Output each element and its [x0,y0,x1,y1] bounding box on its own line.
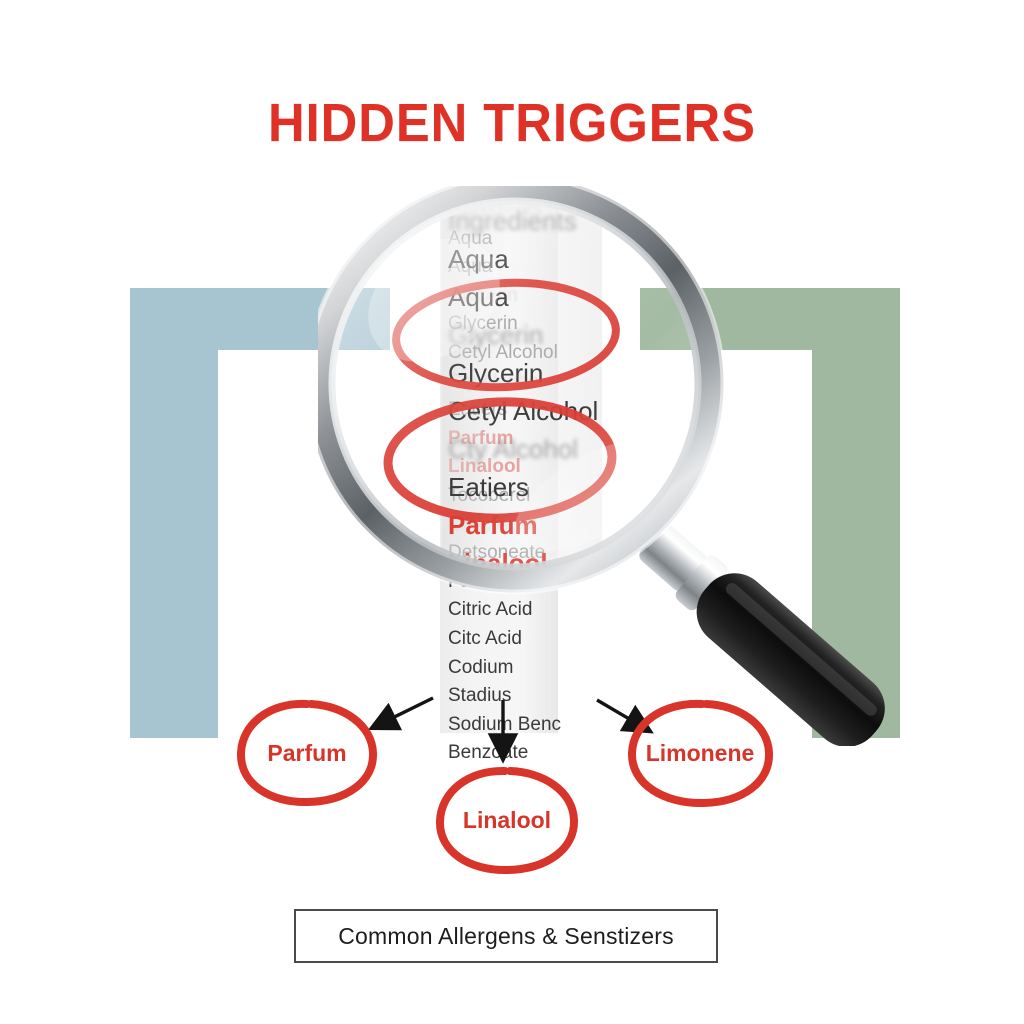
callout-limonene[interactable]: Limonene [620,698,774,808]
callout-parfum-label: Parfum [267,739,347,766]
callout-linalool[interactable]: Linalool [432,765,582,875]
ingredient-line: Stadius [448,685,512,707]
callout-limonene-label: Limonene [645,739,755,766]
ingredient-line: Citric Acid [448,599,533,621]
callout-parfum[interactable]: Parfum [232,698,382,808]
background-bracket-left [130,288,390,743]
caption-text: Common Allergens & Senstizers [338,922,674,949]
ingredient-line: Codium [448,656,514,678]
caption-box: Common Allergens & Senstizers [294,909,718,963]
arrow-to-parfum [367,696,434,731]
ingredient-line: Citc Acid [448,627,522,649]
callout-linalool-label: Linalool [462,806,552,833]
page-title: HIDDEN TRIGGERS [268,93,756,153]
